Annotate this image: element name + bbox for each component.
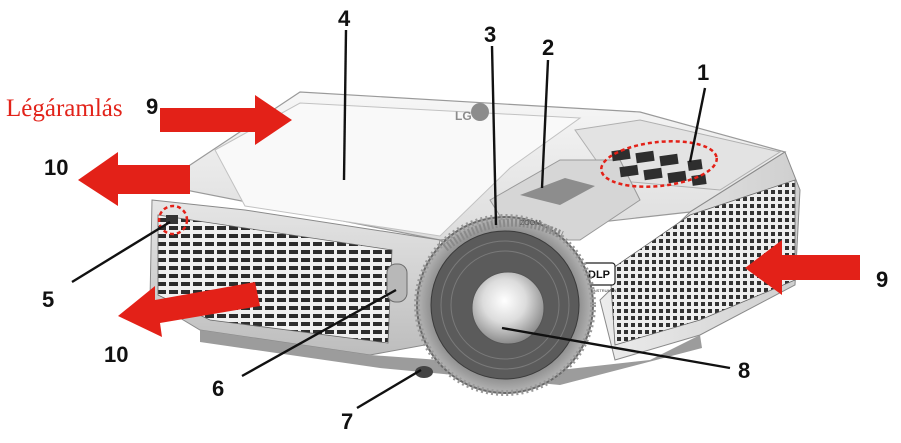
callout-6: 6 [212,376,225,401]
callout-9-left: 9 [146,94,159,119]
keypad-highlight [600,140,718,188]
lens [471,271,545,345]
ir-receiver [386,263,408,303]
airflow-out-arrow-top [78,152,190,206]
dlp-logo-subtext: TEXAS INSTRUMENTS [578,288,621,293]
callout-line-7 [356,368,422,410]
lock-highlight [157,204,189,236]
callout-1: 1 [697,60,710,85]
lg-logo-text: LG [455,109,472,123]
callout-10-bottom: 10 [104,342,129,367]
callout-line-8 [501,326,731,370]
airflow-out-arrow-bottom [118,282,260,337]
callout-line-6 [241,288,397,378]
callout-line-4 [342,29,348,181]
callout-4: 4 [338,6,351,31]
callout-line-5 [71,220,171,284]
projector-base [200,330,702,385]
lg-logo: LG [455,103,489,123]
callout-5: 5 [42,287,55,312]
callout-line-1 [688,87,707,163]
security-lock [166,215,178,224]
callout-8: 8 [738,358,751,383]
side-vent-grille [599,151,801,361]
airflow-label: Légáramlás [6,95,123,122]
callout-line-3 [490,45,498,226]
callout-2: 2 [542,35,555,60]
callout-lines [71,29,731,410]
callout-3: 3 [484,22,497,47]
lens-assembly: ZOOM [414,214,596,396]
control-panel-keypad [611,148,707,186]
zoom-ring-text: ZOOM [520,220,541,227]
projector-top-surface [158,91,787,241]
callout-line-2 [540,59,550,189]
airflow-in-arrow-left [160,95,292,145]
callout-7: 7 [341,409,354,434]
callout-10-top: 10 [44,155,69,180]
elevator-foot [415,366,433,378]
dlp-logo-text: DLP [588,269,610,281]
airflow-in-arrow-right [745,240,860,295]
callout-9-right: 9 [876,267,889,292]
airflow-arrows [78,95,860,337]
